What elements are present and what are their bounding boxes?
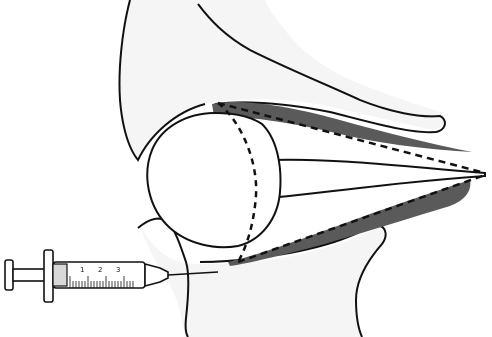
syringe-plunger-rod: [13, 269, 45, 281]
syringe-scale-label-2: 2: [98, 266, 102, 274]
syringe-plunger-cap: [5, 260, 13, 290]
syringe-scale-label-1: 1: [80, 266, 84, 274]
syringe-stopper: [53, 264, 67, 286]
syringe-flange: [44, 250, 53, 302]
syringe-scale-label-3: 3: [116, 266, 120, 274]
